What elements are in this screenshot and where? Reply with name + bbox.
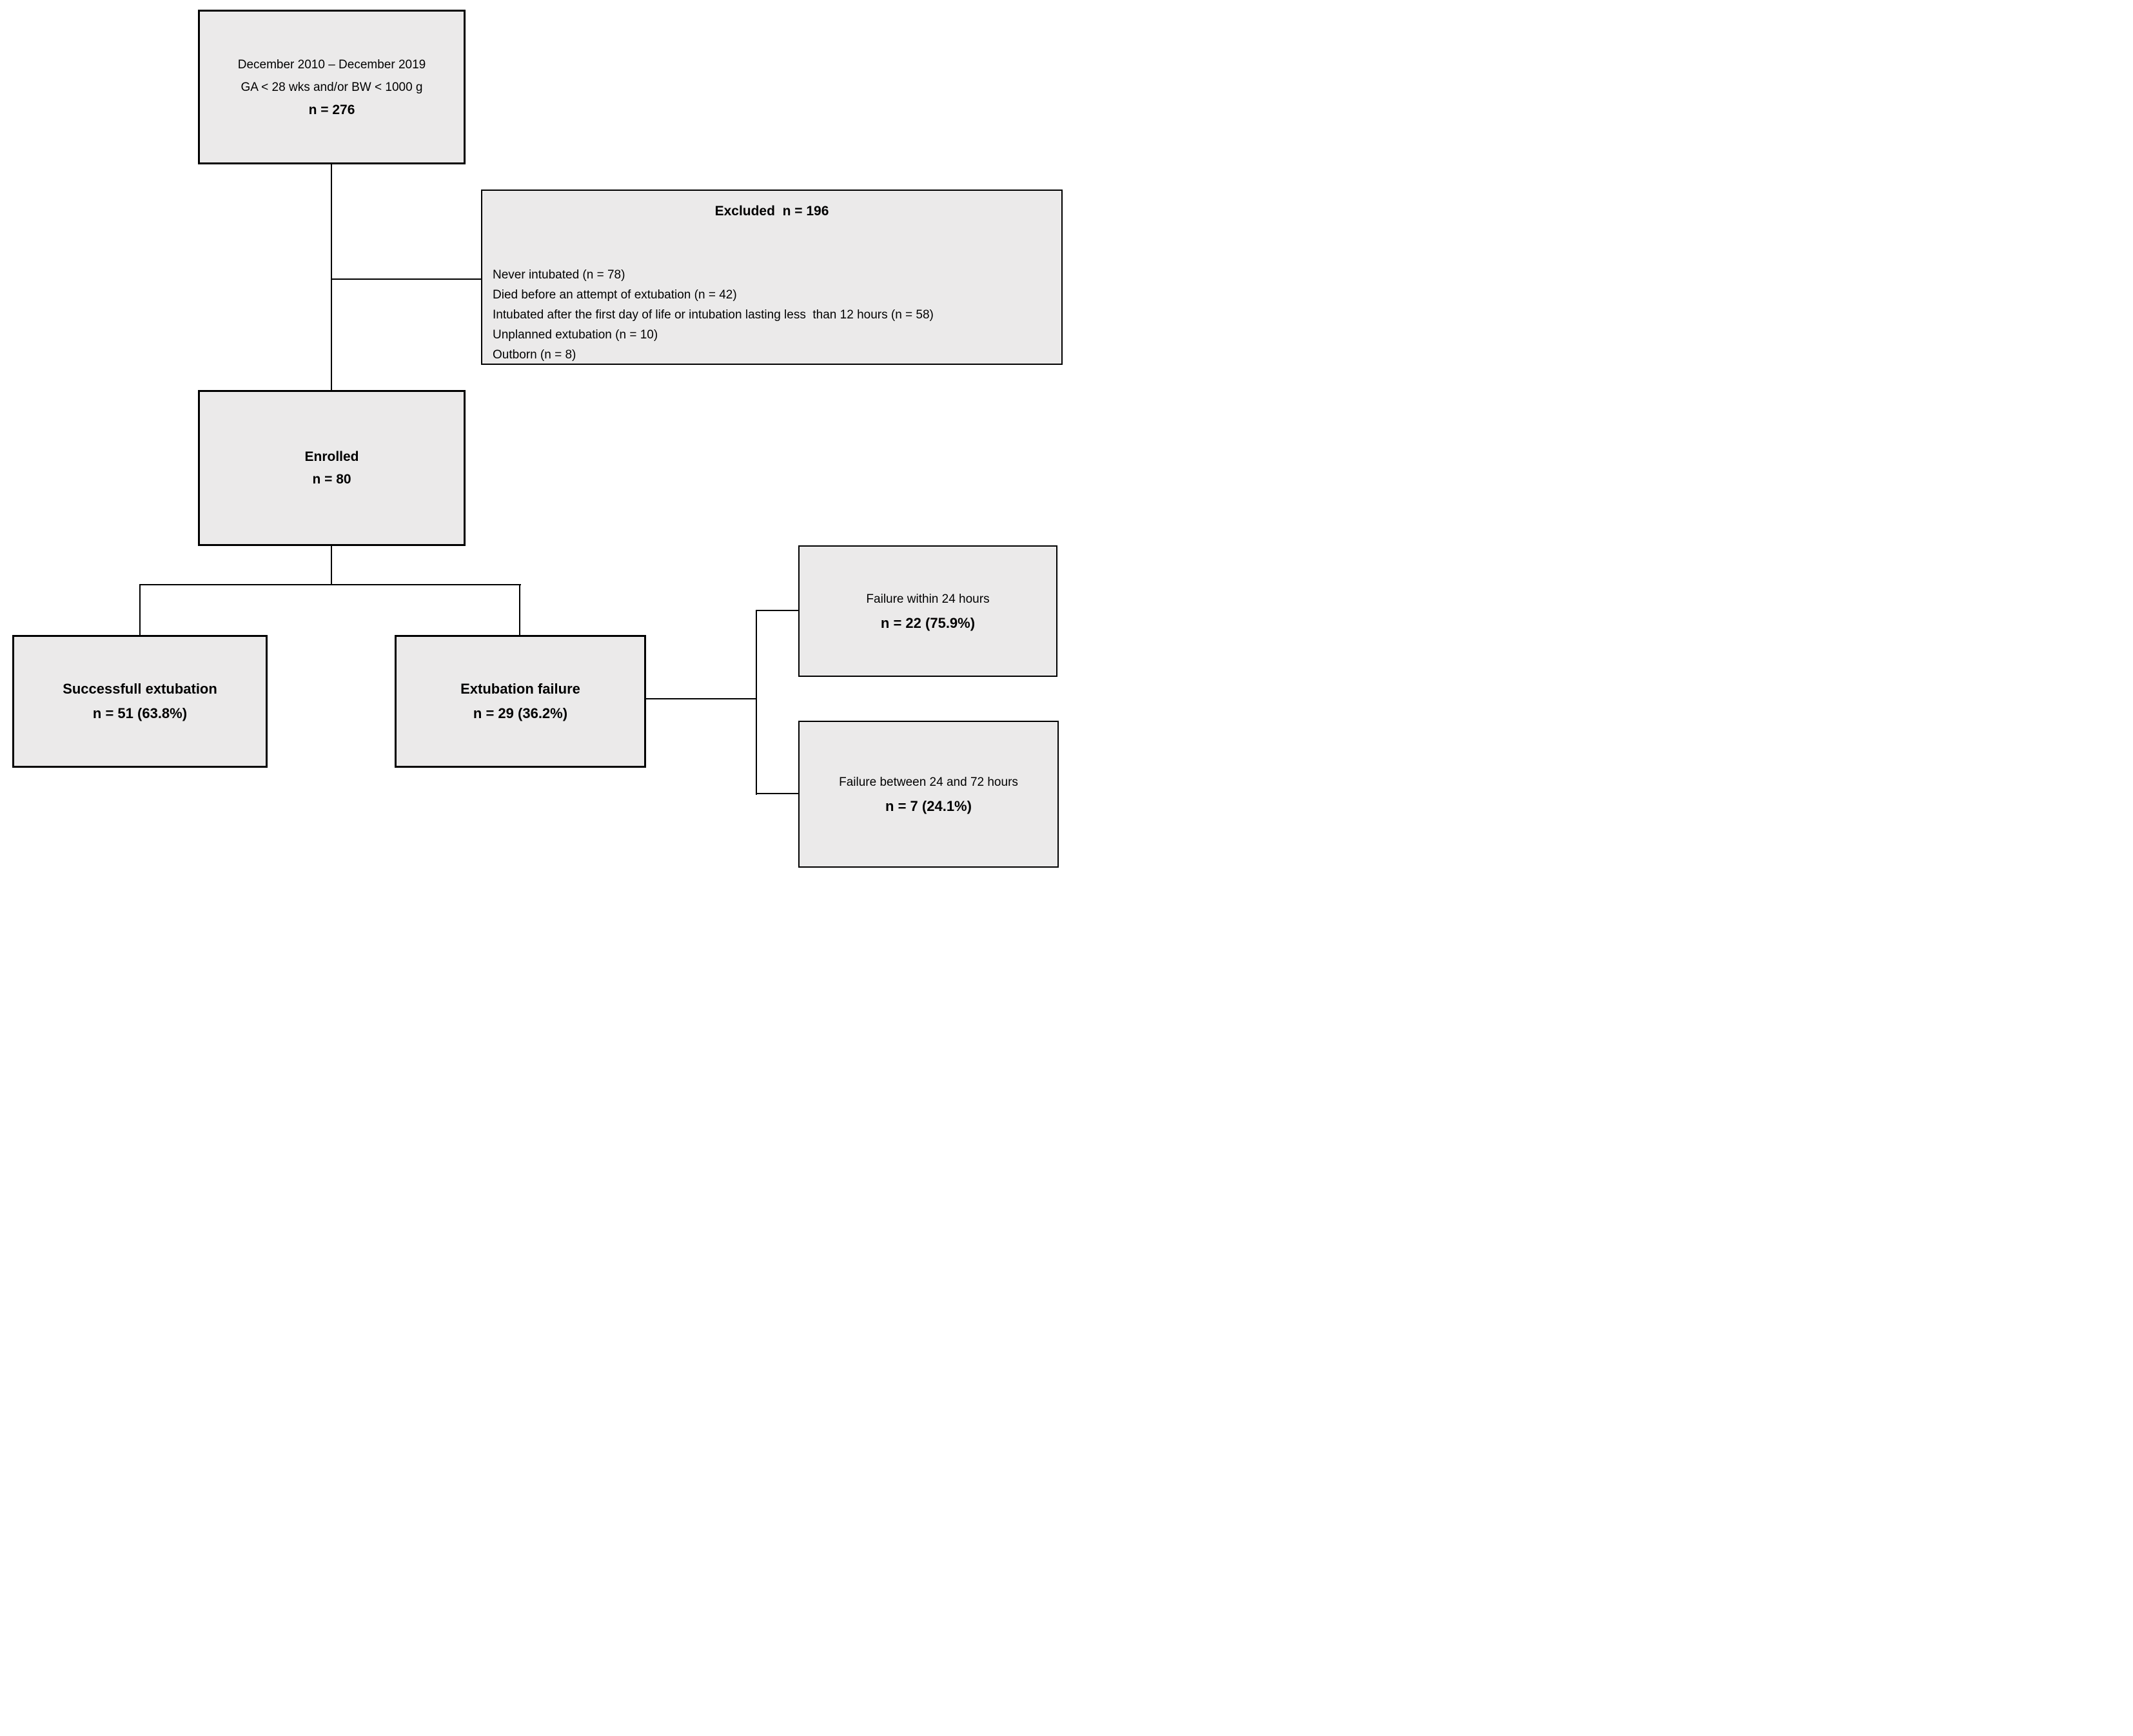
successful-extubation-title: Successfull extubation bbox=[63, 681, 217, 697]
box-screening: December 2010 – December 2019 GA < 28 wk… bbox=[198, 10, 466, 164]
flow-diagram: December 2010 – December 2019 GA < 28 wk… bbox=[0, 0, 1066, 868]
bracket-bottom-horizontal bbox=[756, 793, 800, 794]
screening-n: n = 276 bbox=[308, 102, 355, 117]
box-excluded: Excluded n = 196 Never intubated (n = 78… bbox=[481, 190, 1063, 365]
extubation-failure-n: n = 29 (36.2%) bbox=[473, 705, 568, 721]
connector-enrolled-down bbox=[331, 546, 332, 585]
excluded-reason: Died before an attempt of extubation (n … bbox=[493, 288, 737, 302]
box-successful-extubation: Successfull extubation n = 51 (63.8%) bbox=[12, 635, 268, 768]
box-failure-within-24h: Failure within 24 hours n = 22 (75.9%) bbox=[798, 545, 1057, 677]
connector-screening-to-enrolled bbox=[331, 164, 332, 391]
excluded-title: Excluded n = 196 bbox=[714, 204, 829, 219]
connector-to-excluded bbox=[331, 278, 481, 280]
failure-24-72h-n: n = 7 (24.1%) bbox=[885, 798, 972, 814]
failure-within-24h-title: Failure within 24 hours bbox=[866, 592, 990, 606]
connector-branch-right-down bbox=[519, 584, 520, 635]
box-extubation-failure: Extubation failure n = 29 (36.2%) bbox=[395, 635, 646, 768]
failure-within-24h-n: n = 22 (75.9%) bbox=[880, 615, 976, 631]
box-enrolled: Enrolled n = 80 bbox=[198, 390, 466, 546]
enrolled-n: n = 80 bbox=[312, 472, 351, 487]
excluded-reason: Outborn (n = 8) bbox=[493, 348, 576, 362]
extubation-failure-title: Extubation failure bbox=[460, 681, 580, 697]
excluded-reason: Never intubated (n = 78) bbox=[493, 268, 625, 282]
enrolled-title: Enrolled bbox=[304, 449, 359, 464]
excluded-reason: Unplanned extubation (n = 10) bbox=[493, 328, 658, 342]
bracket-vertical bbox=[756, 610, 757, 795]
bracket-top-horizontal bbox=[756, 610, 800, 611]
connector-failure-to-bracket bbox=[645, 698, 757, 699]
screening-period: December 2010 – December 2019 bbox=[237, 57, 426, 72]
successful-extubation-n: n = 51 (63.8%) bbox=[92, 705, 188, 721]
excluded-reason: Intubated after the first day of life or… bbox=[493, 308, 934, 322]
connector-branch-left-down bbox=[139, 584, 141, 635]
box-failure-24-72h: Failure between 24 and 72 hours n = 7 (2… bbox=[798, 721, 1059, 868]
connector-branch-horizontal bbox=[139, 584, 521, 585]
excluded-reasons-list: Never intubated (n = 78) Died before an … bbox=[493, 265, 1051, 365]
screening-criteria: GA < 28 wks and/or BW < 1000 g bbox=[241, 80, 423, 94]
failure-24-72h-title: Failure between 24 and 72 hours bbox=[839, 775, 1018, 789]
